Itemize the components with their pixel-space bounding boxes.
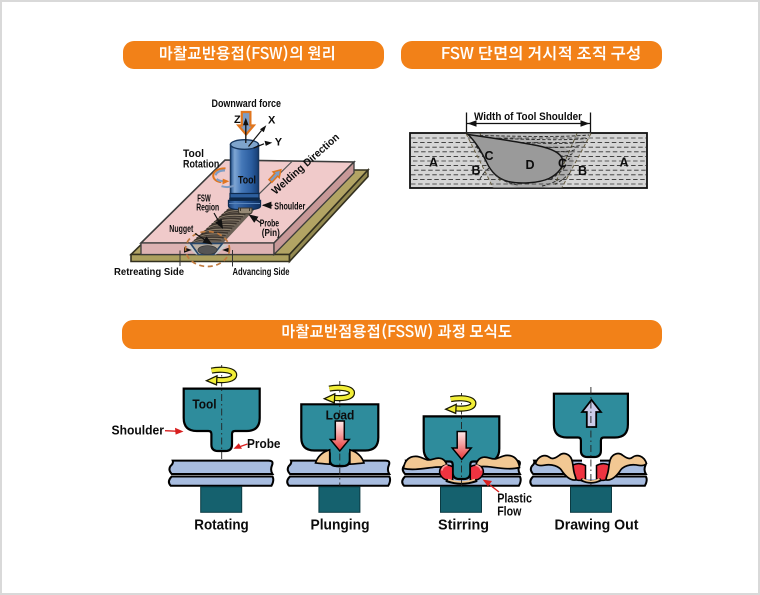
svg-text:Plunging: Plunging: [311, 517, 370, 534]
svg-text:Flow: Flow: [497, 504, 521, 518]
svg-text:Tool: Tool: [183, 148, 204, 160]
svg-text:D: D: [526, 158, 535, 172]
svg-text:Width of Tool Shoulder: Width of Tool Shoulder: [474, 111, 583, 123]
svg-text:Y: Y: [275, 137, 283, 149]
svg-text:Tool: Tool: [192, 397, 216, 412]
svg-text:C: C: [558, 157, 567, 171]
svg-text:Plastic: Plastic: [497, 491, 532, 505]
svg-text:Z: Z: [234, 114, 241, 126]
svg-text:X: X: [268, 114, 276, 126]
svg-text:Load: Load: [326, 407, 355, 422]
svg-text:Shoulder: Shoulder: [274, 201, 305, 212]
svg-text:A: A: [429, 156, 438, 170]
svg-text:B: B: [472, 164, 481, 178]
svg-text:Nugget: Nugget: [169, 224, 193, 235]
svg-text:FSW: FSW: [197, 193, 211, 204]
svg-text:(Pin): (Pin): [262, 228, 280, 239]
svg-text:Rotation: Rotation: [183, 158, 219, 170]
svg-text:Probe: Probe: [247, 437, 281, 451]
svg-text:B: B: [578, 164, 587, 178]
svg-text:Drawing Out: Drawing Out: [555, 517, 639, 534]
svg-text:C: C: [485, 149, 494, 163]
svg-text:A: A: [620, 156, 629, 170]
svg-text:Stirring: Stirring: [438, 517, 489, 534]
svg-text:Advancing Side: Advancing Side: [233, 267, 290, 278]
svg-text:Rotating: Rotating: [194, 517, 249, 534]
svg-text:Retreating Side: Retreating Side: [114, 267, 184, 278]
svg-text:Shoulder: Shoulder: [112, 423, 165, 437]
svg-text:Downward force: Downward force: [212, 98, 282, 110]
svg-text:Probe: Probe: [260, 219, 279, 230]
svg-text:Region: Region: [196, 203, 219, 214]
svg-text:Tool: Tool: [238, 175, 256, 187]
